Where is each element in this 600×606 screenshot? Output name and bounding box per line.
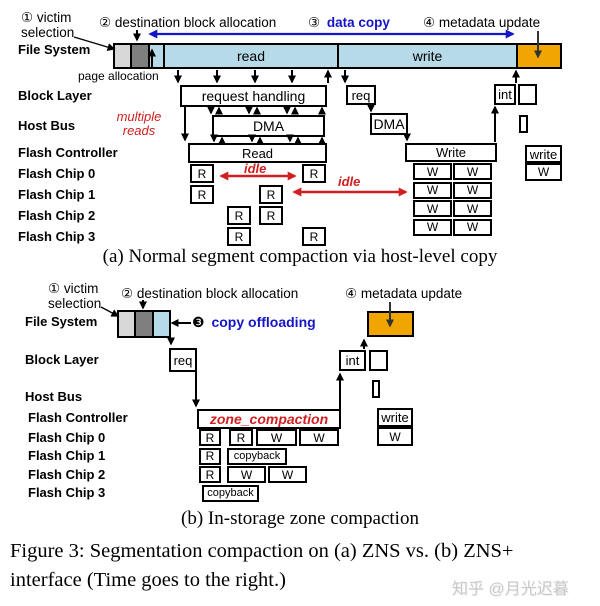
op-cell-w: W [453,200,492,217]
write-controller-box: Write [405,143,497,162]
row-label-flash-controller-b: Flash Controller [28,410,128,425]
op-cell-r: R [302,227,326,246]
op-cell-r: R [227,227,251,246]
row-label-file-system-a: File System [18,42,91,57]
step4-label-b: ④ metadata update [345,286,463,301]
op-cell-r: R [190,185,214,204]
op-cell-w: W [268,466,307,483]
multiple-reads-line1: multiple [116,109,162,124]
op-cell-w: W [299,429,339,446]
figure-caption-line1: Figure 3: Segmentation compaction on (a)… [10,540,514,562]
metadata-update-segment-a [516,43,562,69]
request-handling-box: request handling [180,85,327,107]
step3-number-b: ❸ [192,314,205,330]
write-small-box-b: write [377,408,413,427]
row-label-flash-chip-0-b: Flash Chip 0 [28,430,106,445]
row-label-flash-chip-0-a: Flash Chip 0 [18,166,96,181]
bus-slot-a [519,115,528,133]
op-cell-r: R [259,185,283,204]
op-cell-copyback: copyback [227,447,287,465]
step3-label-b: ❸ copy offloading [192,314,316,331]
row-label-flash-chip-1-a: Flash Chip 1 [18,187,96,202]
victim-pointer-line-b [100,306,120,317]
write-small-w-box-a: W [525,163,562,181]
metadata-update-segment-b [367,311,414,337]
write-small-w-box-b: W [377,427,413,446]
req-box-b: req [169,348,197,372]
row-label-flash-chip-1-b: Flash Chip 1 [28,448,106,463]
caption-a: (a) Normal segment compaction via host-l… [102,246,498,267]
int-box-b: int [339,350,366,371]
step4-label-a: ④ metadata update [423,15,541,30]
op-cell-w: W [413,218,452,236]
page-allocation-label: page allocation [78,69,159,83]
pending-box-a [518,84,537,105]
zone-compaction-box: zone_compaction [197,409,341,429]
write-phase-segment: write [337,43,518,69]
row-label-block-layer-b: Block Layer [25,352,99,367]
destination-block-segment-a [130,43,150,69]
row-label-flash-chip-3-a: Flash Chip 3 [18,229,96,244]
op-cell-w: W [413,181,452,199]
op-cell-w: W [256,429,297,446]
pending-box-b [369,350,388,371]
int-box-a: int [494,84,516,105]
op-cell-r: R [199,466,221,483]
dma-box-read: DMA [212,115,325,137]
row-label-host-bus-b: Host Bus [25,389,83,404]
idle-label-2: idle [338,174,361,189]
op-cell-r: R [190,164,214,183]
idle-label-1: idle [244,161,267,176]
row-label-file-system-b: File System [25,314,98,329]
destination-block-segment-b [134,310,154,338]
figure-caption-line2: interface (Time goes to the right.) [10,569,286,591]
row-label-block-layer-a: Block Layer [18,88,92,103]
step1-selection-label-a: selection [21,25,75,40]
copy-offload-segment-b [152,310,171,338]
bus-slot-b [372,380,380,398]
op-cell-w: W [227,466,266,483]
op-cell-copyback: copyback [202,484,259,502]
zhihu-watermark: 知乎 @月光迟暮 [452,581,569,598]
row-label-flash-chip-2-b: Flash Chip 2 [28,467,106,482]
step2-label-b: ② destination block allocation [121,286,299,301]
step1-victim-label-b: ① victim [48,281,99,296]
caption-b: (b) In-storage zone compaction [181,508,419,529]
row-label-flash-controller-a: Flash Controller [18,145,118,160]
read-controller-box: Read [188,143,327,163]
multiple-reads-label: multiple reads [108,110,170,138]
op-cell-w: W [453,181,492,199]
multiple-reads-line2: reads [122,123,156,138]
row-label-host-bus-a: Host Bus [18,118,76,133]
op-cell-r: R [227,206,251,225]
op-cell-r: R [302,164,326,183]
row-label-flash-chip-2-a: Flash Chip 2 [18,208,96,223]
op-cell-r: R [259,206,283,225]
step3-text-b: copy offloading [211,314,316,330]
op-cell-w: W [413,163,452,180]
step1-victim-label-a: ① victim [21,10,72,25]
write-small-box-a: write [525,145,562,163]
step3-number-a: ③ [308,15,321,30]
dma-box-write: DMA [370,113,408,135]
step3-label-a: ③ data copy [308,15,390,31]
op-cell-w: W [453,218,492,236]
step1-selection-label-b: selection [48,296,102,311]
step2-label-a: ② destination block allocation [99,15,277,30]
op-cell-r: R [199,429,221,446]
row-label-flash-chip-3-b: Flash Chip 3 [28,485,106,500]
op-cell-r: R [199,447,221,465]
op-cell-r: R [229,429,253,446]
req-box-a: req [346,85,376,105]
op-cell-w: W [413,200,452,217]
read-phase-segment: read [163,43,339,69]
op-cell-w: W [453,163,492,180]
step3-text-a: data copy [326,15,390,30]
